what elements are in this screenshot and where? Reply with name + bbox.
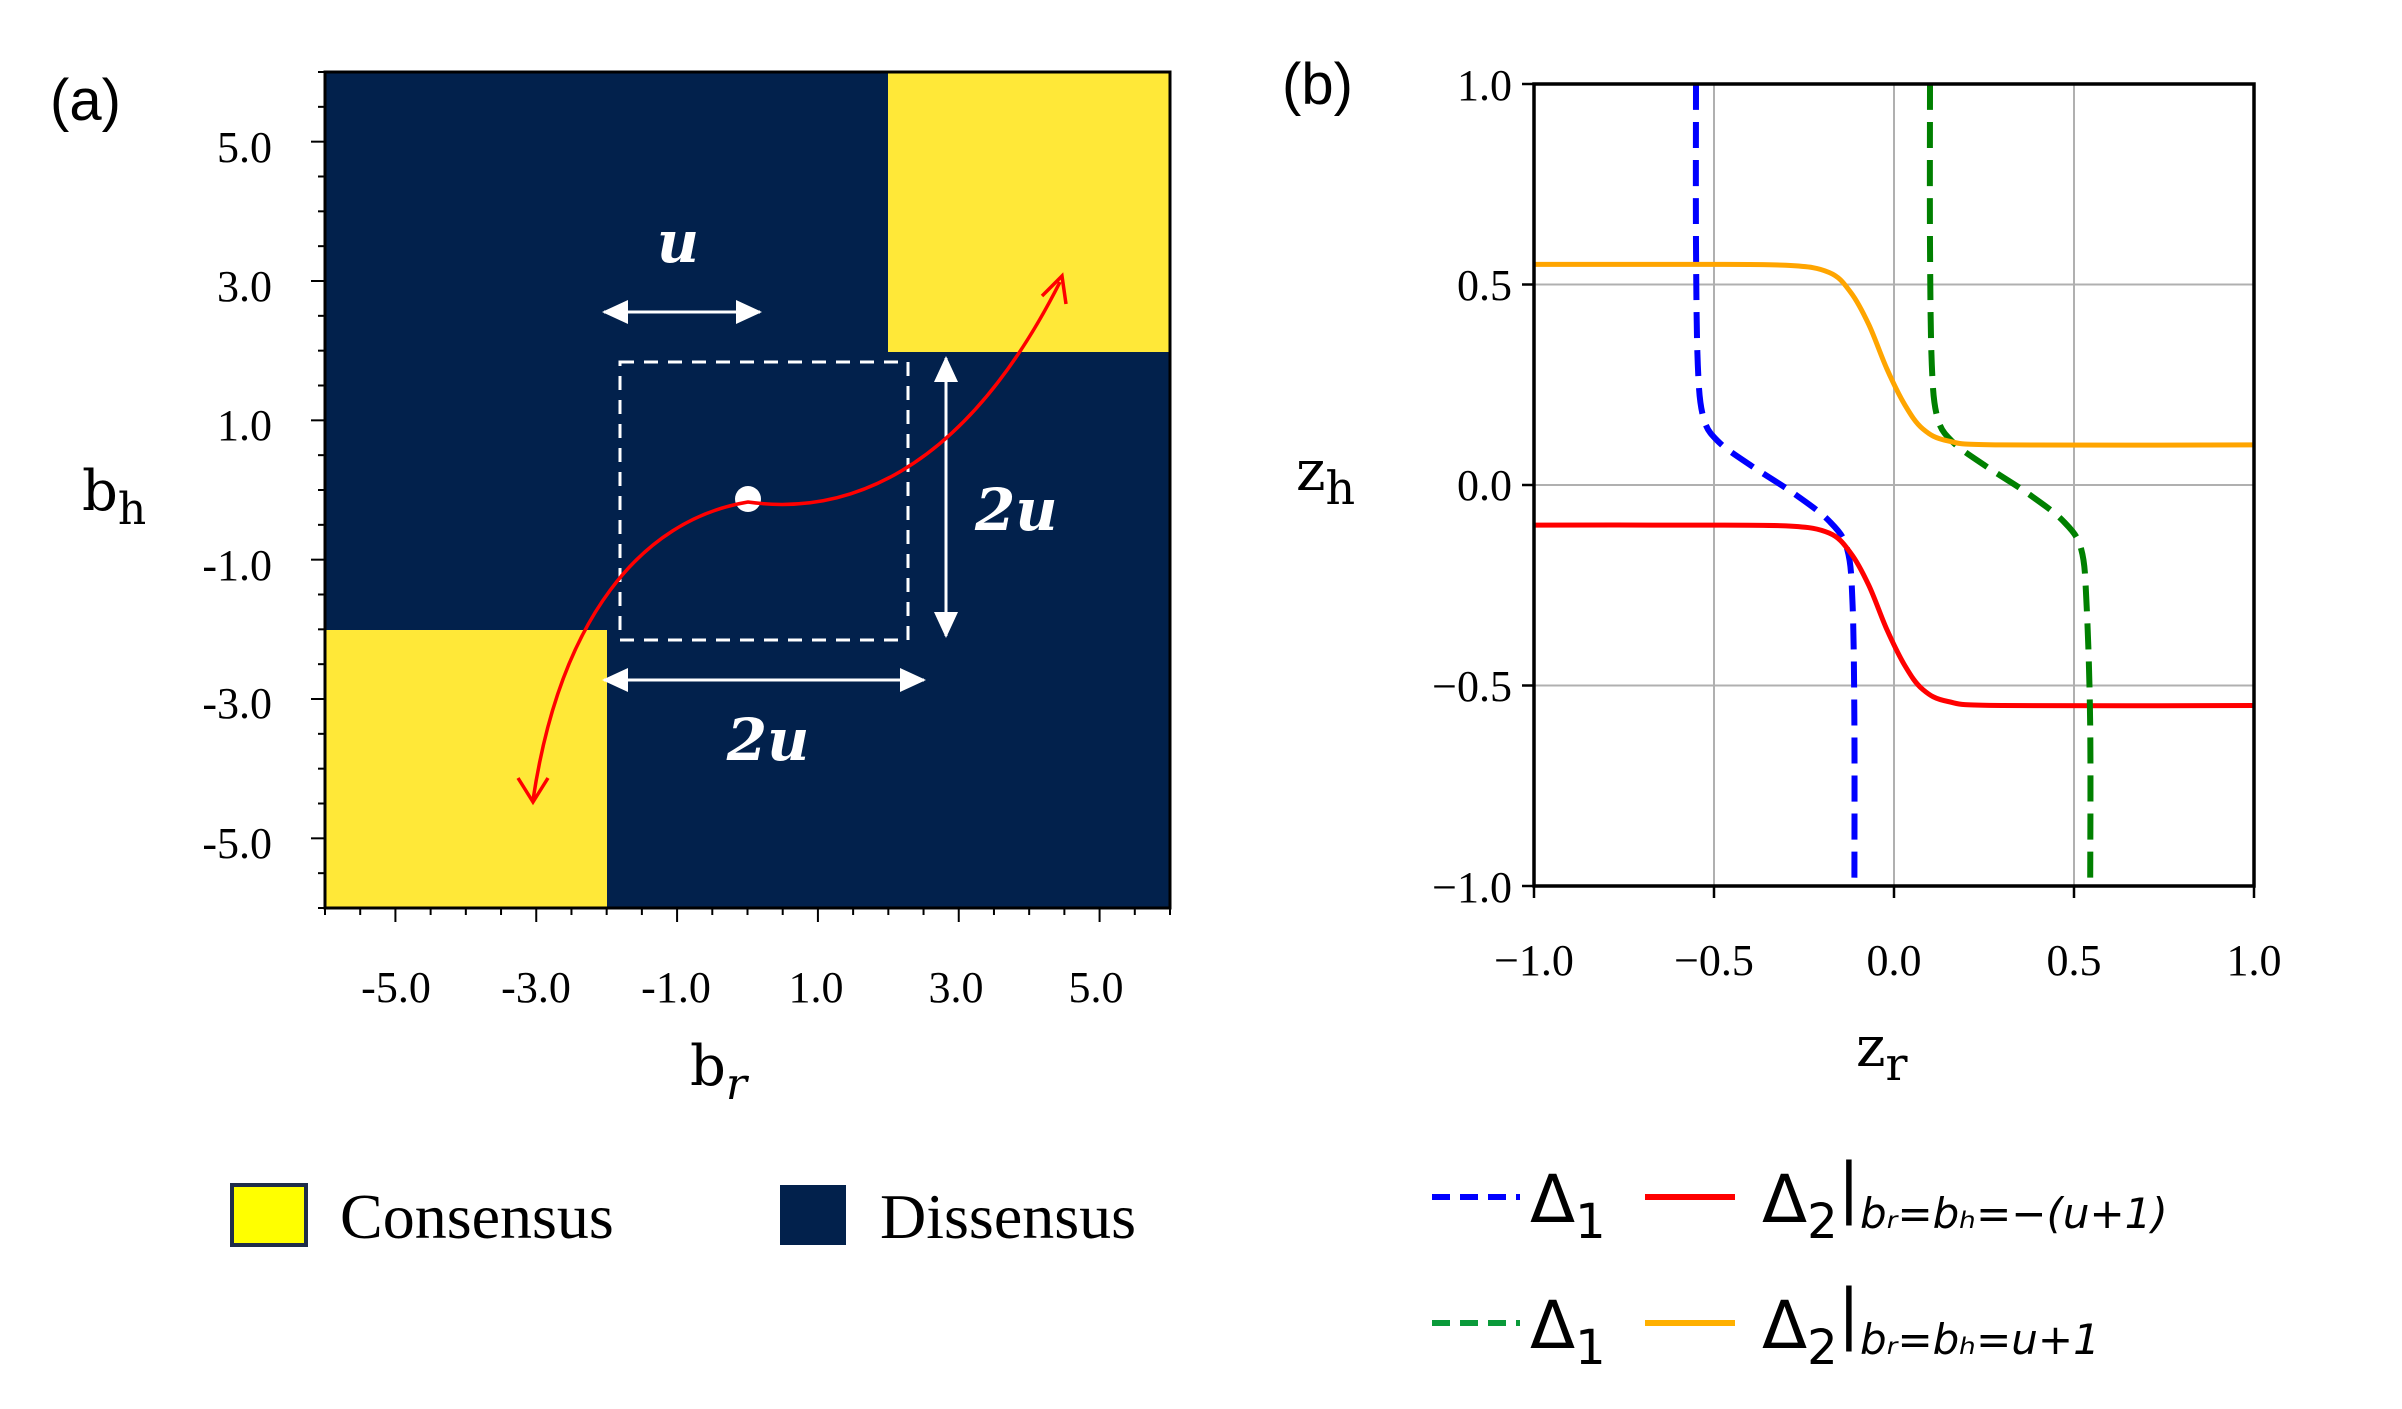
- xlabel-sub: r: [726, 1059, 750, 1110]
- x-tick-label: −0.5: [1674, 936, 1754, 985]
- x-tick-label: 3.0: [929, 963, 984, 1012]
- ylabel-main: z: [1296, 439, 1326, 504]
- panel-b-x-tick-labels: −1.0 −0.5 0.0 0.5 1.0: [1494, 936, 2281, 985]
- panel-a-ticks: [311, 71, 1171, 922]
- delta-symbol: Δ: [1762, 1161, 1807, 1238]
- panel-a: (a) 5.0 3.0 1.0 -1.0 -3.0 -5.0 -5.0 -3.0…: [50, 68, 1172, 1252]
- consensus-legend-label: Consensus: [340, 1181, 614, 1252]
- delta-symbol: Δ: [1530, 1161, 1575, 1238]
- legend-delta1-label: Δ1: [1530, 1287, 1606, 1376]
- panel-b-series: [1533, 83, 2255, 887]
- evaluation-bar: |: [1838, 1149, 1860, 1226]
- panel-b-xlabel: zr: [1856, 1015, 1908, 1091]
- delta-subscript: 2: [1807, 1194, 1838, 1250]
- y-tick-label: −1.0: [1432, 863, 1512, 912]
- y-tick-label: 0.0: [1457, 461, 1512, 510]
- y-tick-label: 1.0: [217, 401, 272, 450]
- consensus-swatch: [230, 1183, 308, 1247]
- y-tick-label: 0.5: [1457, 261, 1512, 310]
- series-delta1-blue: [1692, 83, 1858, 887]
- y-tick-label: -1.0: [202, 541, 272, 590]
- legend-row-positive: Δ1 Δ2|bᵣ=bₕ=u+1: [1432, 1275, 2100, 1376]
- xlabel-main: b: [690, 1034, 726, 1099]
- panel-b-ticks: [1522, 82, 2256, 898]
- panel-a-y-tick-labels: 5.0 3.0 1.0 -1.0 -3.0 -5.0: [202, 123, 272, 868]
- dissensus-swatch: [780, 1185, 846, 1245]
- x-tick-label: -1.0: [641, 963, 711, 1012]
- y-tick-label: -5.0: [202, 819, 272, 868]
- panel-a-ylabel: bh: [82, 459, 146, 535]
- x-tick-label: -5.0: [361, 963, 431, 1012]
- legend-delta2-label: Δ2|bᵣ=bₕ=−(u+1): [1762, 1149, 2168, 1250]
- ylabel-main: b: [82, 459, 118, 524]
- panel-a-legend: Consensus Dissensus: [230, 1181, 1136, 1252]
- xlabel-main: z: [1856, 1015, 1886, 1080]
- x-tick-label: 1.0: [2227, 936, 2282, 985]
- legend-row-negative: Δ1 Δ2|bᵣ=bₕ=−(u+1): [1432, 1149, 2168, 1250]
- legend-delta2-label: Δ2|bᵣ=bₕ=u+1: [1762, 1275, 2100, 1376]
- panel-a-xlabel: br: [690, 1034, 750, 1110]
- series-delta1-green: [1926, 83, 2094, 887]
- dissensus-legend-label: Dissensus: [880, 1181, 1136, 1252]
- consensus-region-top-right: [888, 72, 1170, 352]
- panel-b-ylabel: zh: [1296, 439, 1355, 515]
- trajectory-curve: [531, 281, 1062, 801]
- 2u-label-bottom: 2u: [726, 706, 810, 774]
- x-tick-label: −1.0: [1494, 936, 1574, 985]
- series-delta2-red: [1533, 522, 2255, 709]
- condition-subscript: bᵣ=bₕ=−(u+1): [1860, 1189, 2168, 1238]
- panel-b-label: (b): [1282, 52, 1353, 117]
- center-point: [735, 486, 761, 512]
- 2u-label-right: 2u: [974, 476, 1058, 544]
- ylabel-sub: h: [1326, 461, 1356, 515]
- xlabel-sub: r: [1886, 1037, 1908, 1091]
- consensus-region-bottom-left: [325, 630, 607, 908]
- y-tick-label: -3.0: [202, 679, 272, 728]
- trajectory-arrowhead-upper: [1040, 272, 1068, 305]
- delta-subscript: 1: [1575, 1194, 1606, 1250]
- delta-symbol: Δ: [1762, 1287, 1807, 1364]
- series-delta2-orange: [1533, 261, 2255, 448]
- x-tick-label: 0.0: [1867, 936, 1922, 985]
- panel-a-label: (a): [50, 68, 121, 133]
- panel-b-legend: Δ1 Δ2|bᵣ=bₕ=−(u+1) Δ1 Δ2|bᵣ=bₕ=u+1: [1432, 1149, 2168, 1376]
- delta-symbol: Δ: [1530, 1287, 1575, 1364]
- dashed-box: [618, 360, 910, 642]
- ylabel-sub: h: [118, 484, 146, 535]
- panel-b-grid: [1533, 83, 2255, 887]
- legend-delta1-label: Δ1: [1530, 1161, 1606, 1250]
- y-tick-label: 3.0: [217, 262, 272, 311]
- y-tick-label: 5.0: [217, 123, 272, 172]
- panel-b: (b) 1.0 0.5 0.0 −0.5 −1.0 −1.0 −0.5 0.0 …: [1282, 52, 2282, 1376]
- trajectory-arrowhead-lower: [516, 777, 550, 806]
- x-tick-label: 5.0: [1069, 963, 1124, 1012]
- evaluation-bar: |: [1838, 1275, 1860, 1352]
- y-tick-label: −0.5: [1432, 662, 1512, 711]
- panel-a-x-tick-labels: -5.0 -3.0 -1.0 1.0 3.0 5.0: [361, 963, 1123, 1012]
- condition-subscript: bᵣ=bₕ=u+1: [1860, 1315, 2100, 1364]
- panel-b-y-tick-labels: 1.0 0.5 0.0 −0.5 −1.0: [1432, 61, 1512, 912]
- x-tick-label: 1.0: [789, 963, 844, 1012]
- delta-subscript: 1: [1575, 1320, 1606, 1376]
- y-tick-label: 1.0: [1457, 61, 1512, 110]
- u-label: u: [657, 208, 699, 276]
- x-tick-label: -3.0: [501, 963, 571, 1012]
- delta-subscript: 2: [1807, 1320, 1838, 1376]
- x-tick-label: 0.5: [2047, 936, 2102, 985]
